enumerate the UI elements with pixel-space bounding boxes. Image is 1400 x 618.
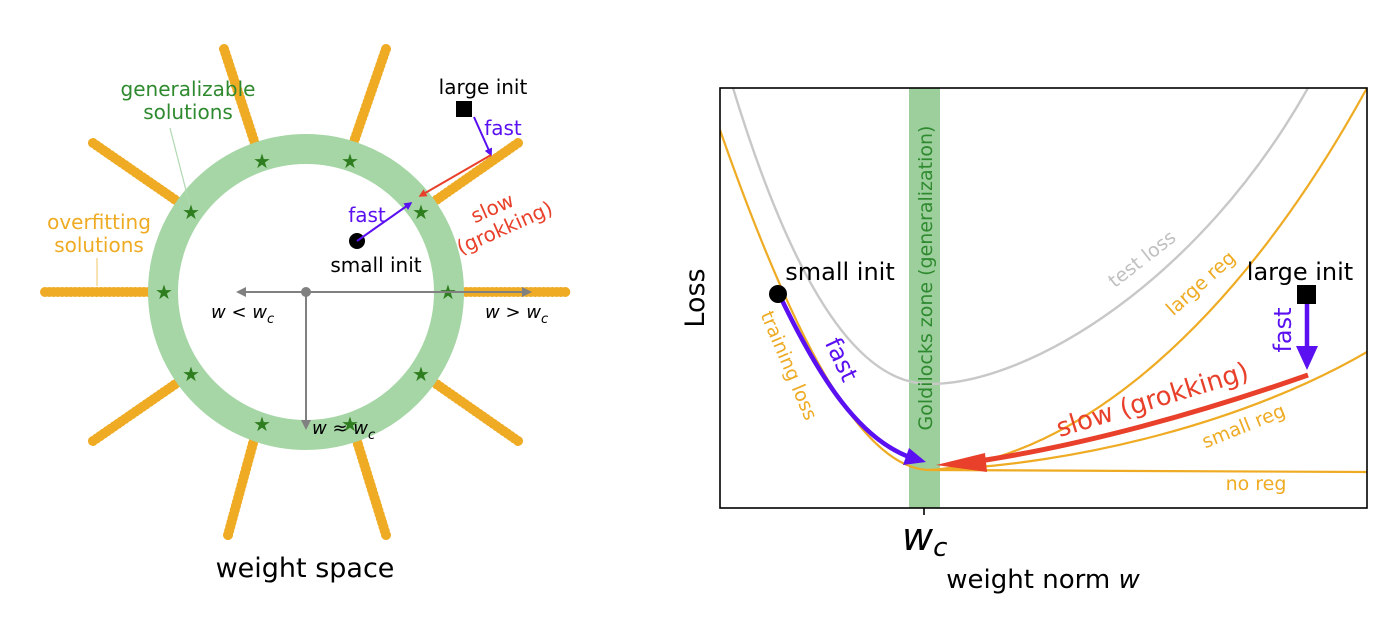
spoke-lower-right [417,369,523,446]
slow-arrow-grokking [418,154,492,197]
no-reg-label: no reg [1226,473,1287,495]
overfitting-label-1: overfitting [47,210,151,234]
small-init-label-right: small init [785,258,895,286]
x-axis-label-var: w [1118,565,1140,595]
slow-arrow-grokking-plot [964,372,1309,466]
w-less-wc-label: w < wc [211,302,274,327]
large-init-marker [1297,285,1316,304]
generalizable-pointer [169,127,191,207]
fast-label-top: fast [484,116,522,140]
spoke-upper-left [88,138,195,215]
fast-arrowhead-large-init [1296,346,1318,370]
star-icon: ★ [253,149,271,173]
fast-label-mid: fast [348,203,386,227]
spoke-top-right [345,44,391,158]
goldilocks-zone-band [909,88,940,508]
small-reg-curve [929,351,1367,472]
star-icon: ★ [155,280,173,304]
y-axis-label: Loss [680,268,711,327]
star-icon: ★ [253,412,271,436]
test-loss-label: test loss [1104,226,1180,292]
w-greater-wc-label: w > wc [485,302,548,327]
large-reg-label: large reg [1162,247,1240,320]
w-approx-wc-label: w ≈ wc [312,418,375,443]
w-greater-wc-sub: c [541,312,548,327]
large-init-label-right: large init [1247,258,1353,286]
small-init-marker [769,285,787,303]
training-loss-label: training loss [756,308,822,424]
weight-space-caption: weight space [216,553,395,584]
star-icon: ★ [341,149,359,173]
spoke-bottom-right [347,420,391,540]
w-greater-wc-main: w > w [485,302,541,323]
w-approx-wc-sub: c [368,428,375,443]
star-icon: ★ [341,412,359,436]
test-loss-curve [731,88,1310,386]
wc-tick-main: w [902,515,934,559]
w-less-wc-sub: c [267,312,274,327]
plot-frame [719,87,1368,509]
loss-plot-panel: Goldilocks zone (generalization) small i… [680,87,1368,595]
generalizable-stars: ★ ★ ★ ★ ★ ★ ★ ★ ★ ★ [155,149,457,436]
spoke-top-left [219,44,263,158]
spoke-upper-right [417,138,523,215]
fast-arrow-small [356,202,413,242]
spoke-bottom-left [223,420,263,540]
overfitting-label-2: solutions [54,233,144,257]
x-axis-label-main: weight norm [946,565,1118,595]
fast-arrow-training [776,293,913,461]
w-less-wc-main: w < w [211,302,267,323]
spoke-lower-left [88,369,195,446]
fast-label-right-plot: fast [1269,307,1297,352]
fast-arrowhead-training [903,448,926,465]
star-icon: ★ [412,362,430,386]
star-icon: ★ [412,200,430,224]
small-init-label-left: small init [330,253,421,277]
wc-tick-label: wc [902,515,947,563]
star-icon: ★ [182,362,200,386]
generalizable-label-1: generalizable [121,77,256,101]
weight-space-panel: ★ ★ ★ ★ ★ ★ ★ ★ ★ ★ generalizable soluti… [40,44,573,584]
generalizable-label-2: solutions [143,100,233,124]
wc-tick-sub: c [933,533,947,563]
w-approx-wc-main: w ≈ w [312,418,368,439]
star-icon: ★ [182,200,200,224]
fast-arrow-large [473,116,493,157]
large-init-label-left: large init [439,75,528,99]
x-axis-label: weight norm w [946,565,1140,595]
goldilocks-zone-label: Goldilocks zone (generalization) [915,126,937,431]
slow-arrowhead-plot [936,453,987,472]
large-init-square [456,101,472,117]
